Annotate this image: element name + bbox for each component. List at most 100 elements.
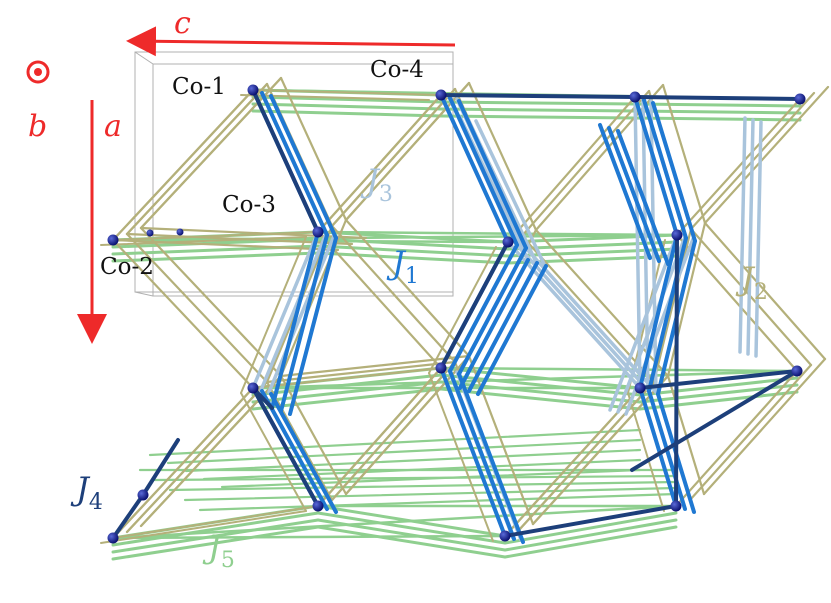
j5-bond: [111, 525, 320, 561]
j2-bond: [666, 221, 707, 378]
j5-bond: [638, 390, 799, 411]
co-atom: [146, 229, 154, 237]
axis-c-label: c: [174, 6, 191, 41]
co-atom: [629, 91, 641, 103]
j5-bond: [316, 251, 510, 265]
j3-bond: [474, 119, 546, 266]
svg-text:J4: J4: [70, 470, 103, 515]
axis-b-label: b: [28, 109, 47, 144]
axis-a-label: a: [104, 109, 122, 144]
j2-bond: [279, 374, 348, 496]
j1-main: J: [386, 244, 407, 282]
j4-bond: [111, 493, 145, 540]
j5-bond: [439, 387, 642, 411]
bonds-j4: [111, 88, 802, 540]
j2-bond: [703, 85, 830, 225]
j3-bond: [267, 234, 336, 394]
j2-bond: [316, 93, 443, 234]
j5-bond: [503, 518, 678, 552]
coupling-label-j5: J5: [202, 528, 235, 573]
j2-bond: [661, 83, 707, 225]
j2-bond: [316, 230, 443, 370]
j1-bond: [633, 95, 679, 237]
co-atom: [791, 365, 803, 377]
j3-bond: [259, 232, 328, 392]
j5-bond: [251, 369, 799, 390]
co-atom: [435, 362, 447, 374]
j3-main: J: [360, 162, 381, 200]
j3-bond: [746, 118, 755, 356]
j2-bond: [652, 227, 693, 384]
j5-bond: [316, 244, 510, 258]
j2-bond: [279, 354, 471, 378]
j2-bond: [506, 95, 637, 244]
j4-bond: [439, 240, 510, 370]
j2-bond: [703, 221, 827, 361]
j2-bond: [330, 87, 457, 228]
j4-bond: [630, 369, 799, 472]
co-atom: [107, 234, 119, 246]
j1-bond: [448, 243, 519, 373]
j5-bond: [111, 251, 320, 263]
j4-bond: [251, 88, 320, 234]
j5-bond: [111, 518, 320, 554]
co-atom: [634, 382, 646, 394]
j2-bond: [344, 81, 471, 222]
bonds-j5: [111, 88, 802, 561]
co-atom: [502, 236, 514, 248]
j1-bond: [279, 233, 329, 413]
j1-bond: [288, 236, 338, 416]
j1-bond: [448, 369, 516, 541]
j2-bond: [125, 232, 269, 384]
j2-bond: [675, 233, 799, 373]
j5-bond: [111, 233, 679, 242]
j2-bond: [111, 238, 255, 390]
j5-bond: [503, 511, 678, 545]
svg-text:J1: J1: [386, 244, 419, 289]
j5-bond: [251, 102, 443, 111]
co-atom: [499, 530, 511, 542]
j5-bond: [153, 474, 678, 482]
j5-bond: [183, 486, 678, 502]
j2-main: J: [735, 260, 756, 298]
j3-bond: [251, 230, 320, 390]
j3-bond: [616, 235, 687, 414]
j5-bond: [111, 511, 320, 547]
j2-bond: [125, 82, 269, 236]
j4-bond: [439, 93, 637, 99]
j5-main: J: [202, 528, 223, 566]
j5-bond: [316, 511, 507, 545]
j1-bond: [260, 389, 329, 511]
axis-c-arrow: [126, 26, 456, 57]
j2-bond: [279, 76, 348, 222]
svg-text:J5: J5: [202, 528, 235, 573]
co-atom: [671, 229, 683, 241]
co-atom: [247, 84, 259, 96]
site-label-co2: Co-2: [100, 254, 154, 280]
j3-bond: [514, 242, 650, 392]
j5-bond: [111, 534, 507, 540]
j2-bond: [674, 369, 799, 508]
j5-bond: [202, 458, 642, 481]
j1-bond: [439, 93, 510, 244]
j5-bond: [503, 525, 678, 559]
j5-bond: [633, 102, 802, 108]
axis-b-out-of-plane-icon: [26, 60, 50, 84]
j5-bond: [439, 107, 637, 113]
j2-bond: [112, 505, 319, 539]
j2-bond: [251, 366, 443, 390]
j4-bond: [638, 369, 799, 390]
j2-bond: [265, 380, 334, 502]
j5-bond: [439, 114, 637, 120]
j5-bond: [148, 428, 642, 457]
j2-bond: [240, 392, 307, 512]
j1-bond: [598, 123, 652, 260]
j4-bond: [251, 386, 320, 508]
co-atom: [247, 382, 259, 394]
j1-bond: [269, 392, 338, 514]
j2-bond: [344, 218, 471, 358]
j3-bond: [738, 116, 747, 354]
j4-sub: 4: [89, 490, 103, 515]
j2-bond: [666, 374, 706, 496]
co-atom: [794, 93, 806, 105]
